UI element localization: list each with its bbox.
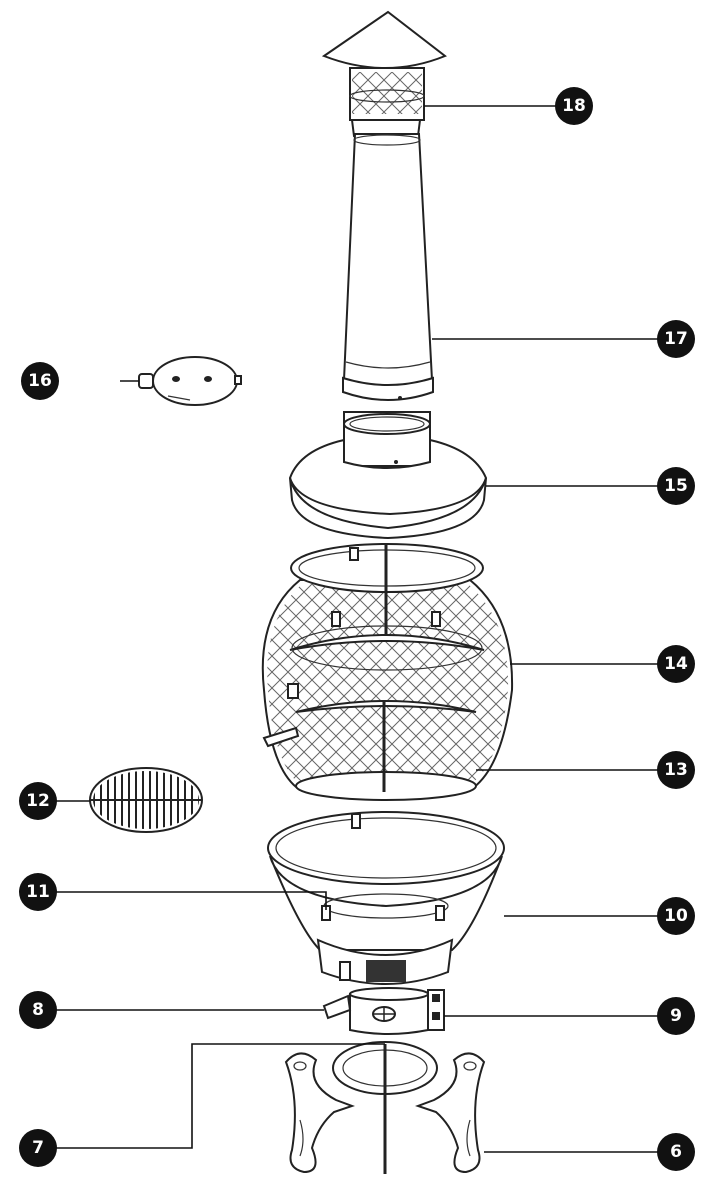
callout-10: 10 xyxy=(657,897,695,935)
svg-text:17: 17 xyxy=(664,329,688,349)
svg-text:8: 8 xyxy=(32,1000,44,1020)
callout-6: 6 xyxy=(657,1133,695,1171)
svg-text:6: 6 xyxy=(670,1142,682,1162)
leader-lines xyxy=(56,105,660,1153)
callout-16: 16 xyxy=(21,362,59,400)
callout-13: 13 xyxy=(657,751,695,789)
svg-text:15: 15 xyxy=(664,476,688,496)
callout-18: 18 xyxy=(555,87,593,125)
svg-text:7: 7 xyxy=(32,1138,44,1158)
base-collar xyxy=(322,987,445,1035)
svg-text:10: 10 xyxy=(664,906,688,926)
callout-14: 14 xyxy=(657,645,695,683)
cast-legs xyxy=(284,1052,486,1174)
callout-15: 15 xyxy=(657,467,695,505)
callout-17: 17 xyxy=(657,320,695,358)
callout-9: 9 xyxy=(657,997,695,1035)
damper-disk xyxy=(120,356,242,406)
dome-lid xyxy=(288,411,488,540)
fire-bowl xyxy=(267,811,505,985)
grill-grate xyxy=(89,767,203,833)
mesh-fire-chamber xyxy=(261,543,514,801)
svg-text:16: 16 xyxy=(28,371,52,391)
svg-text:11: 11 xyxy=(26,882,50,902)
svg-text:14: 14 xyxy=(664,654,688,674)
callout-8: 8 xyxy=(19,991,57,1029)
chimney-cap xyxy=(321,10,447,140)
svg-text:12: 12 xyxy=(26,791,50,811)
base-ring xyxy=(332,1041,438,1174)
callout-7: 7 xyxy=(19,1129,57,1167)
chimney-pipe xyxy=(342,133,434,401)
svg-text:13: 13 xyxy=(664,760,688,780)
svg-text:9: 9 xyxy=(670,1006,682,1026)
callout-12: 12 xyxy=(19,782,57,820)
callout-11: 11 xyxy=(19,873,57,911)
svg-text:18: 18 xyxy=(562,96,586,116)
